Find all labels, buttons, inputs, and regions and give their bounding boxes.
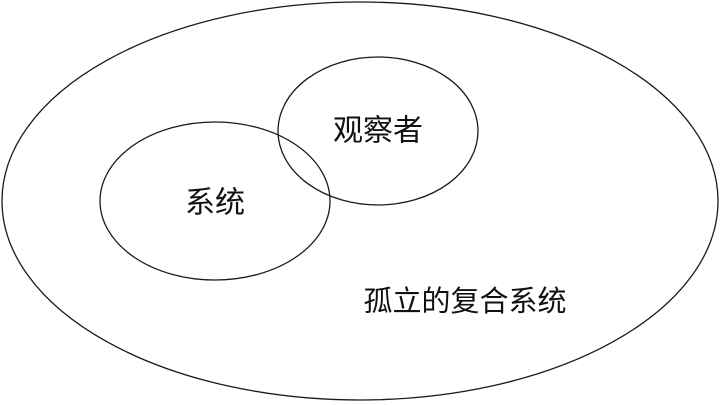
system-label: 系统 bbox=[185, 186, 245, 221]
outer-system-label: 孤立的复合系统 bbox=[363, 284, 566, 318]
observer-circle bbox=[277, 56, 479, 206]
observer-label: 观察者 bbox=[333, 114, 423, 149]
system-circle bbox=[99, 121, 331, 281]
